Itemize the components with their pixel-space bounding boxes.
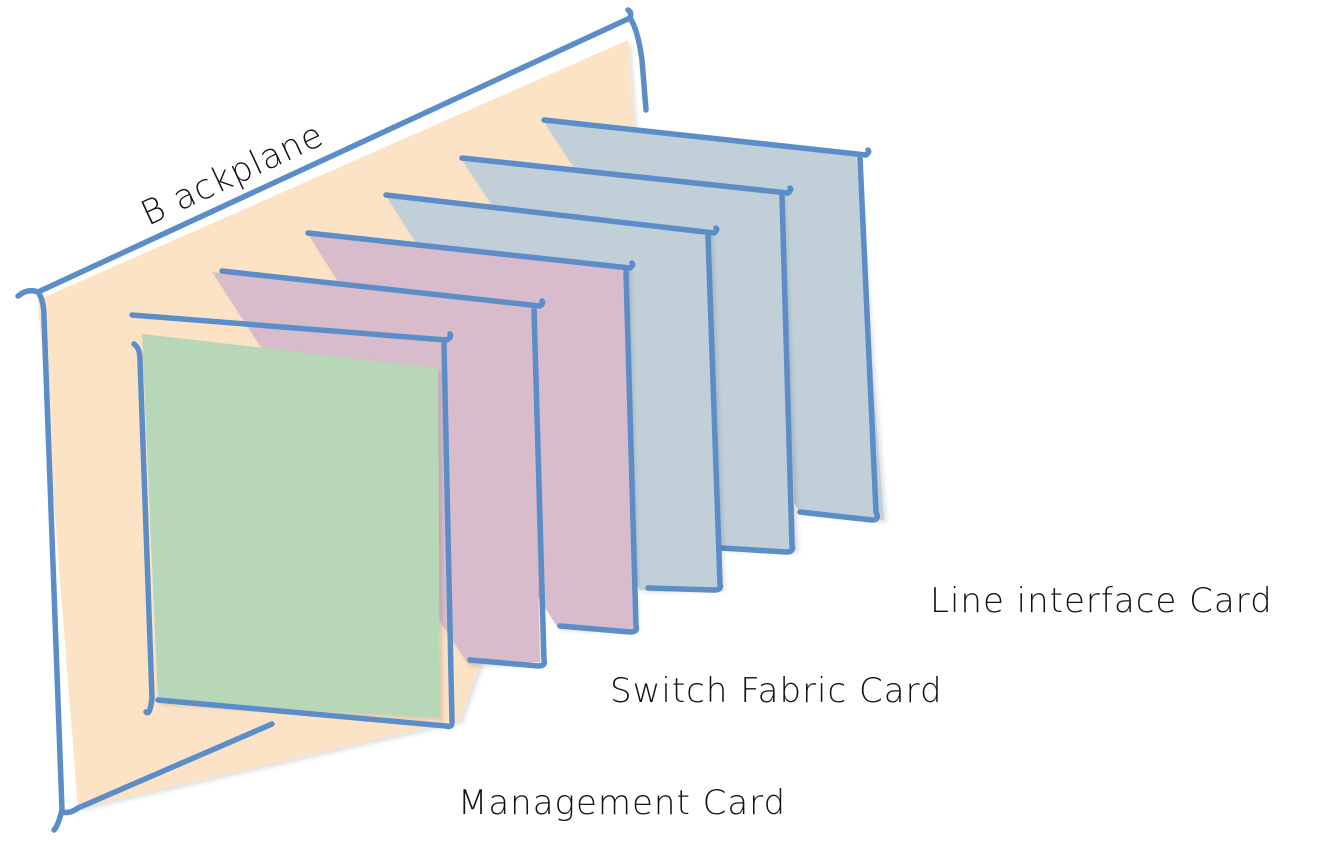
card-left-edge	[131, 341, 155, 716]
card-top-edge	[129, 312, 454, 343]
management-card	[129, 312, 455, 730]
card-top-edge	[459, 155, 794, 196]
card-side-edge	[797, 155, 881, 523]
card-top-edge	[219, 268, 546, 309]
card-top-edge	[541, 117, 872, 158]
backplane-bottom-edge	[59, 721, 275, 816]
card-side-edge	[557, 269, 640, 635]
card-side-edge	[719, 193, 796, 555]
card-top-edge	[383, 192, 720, 236]
card-side-edge	[645, 233, 724, 593]
line-interface-card-label: Line interface Card	[930, 581, 1273, 621]
management-card-label: Management Card	[458, 783, 786, 823]
backplane-left-edge	[35, 289, 65, 833]
card-top-edge	[305, 230, 636, 271]
switch-fabric-card-label: Switch Fabric Card	[610, 671, 943, 711]
card-panel	[142, 334, 440, 718]
backplane-right-edge	[627, 15, 649, 113]
card-side-edge	[155, 341, 455, 730]
card-side-edge	[467, 307, 548, 669]
backplane-top-edge	[15, 7, 634, 299]
